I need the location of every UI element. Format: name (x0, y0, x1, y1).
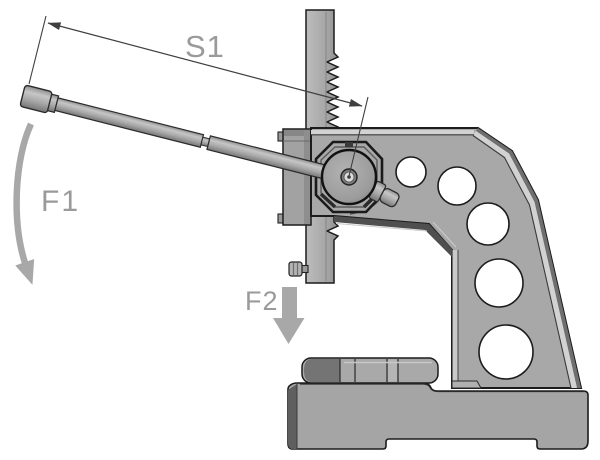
ram-thumbscrew (288, 261, 309, 277)
dimension-s1: S1 (28, 15, 369, 177)
dimension-extension-line (28, 15, 47, 85)
f1-force-annotation: F1 (13, 122, 80, 285)
frame-hole (474, 258, 524, 308)
pivot-hub (320, 148, 378, 206)
frame-hole (478, 324, 534, 380)
f2-down-arrow-icon (273, 287, 305, 344)
head-housing (277, 128, 312, 226)
f1-label: F1 (41, 185, 80, 218)
work-table (301, 357, 439, 384)
frame-hole (395, 156, 427, 188)
frame-hole (466, 202, 510, 246)
base-top-edge (300, 383, 585, 393)
dimension-extension-line (348, 96, 369, 177)
f2-label: F2 (245, 286, 279, 316)
frame-hole (437, 166, 477, 206)
machine-base (287, 382, 589, 450)
f2-force-annotation: F2 (245, 286, 305, 344)
dimension-line (47, 22, 363, 107)
frame-holes (395, 156, 534, 380)
s1-label: S1 (185, 29, 225, 64)
f1-curved-arrow-icon (13, 122, 35, 285)
